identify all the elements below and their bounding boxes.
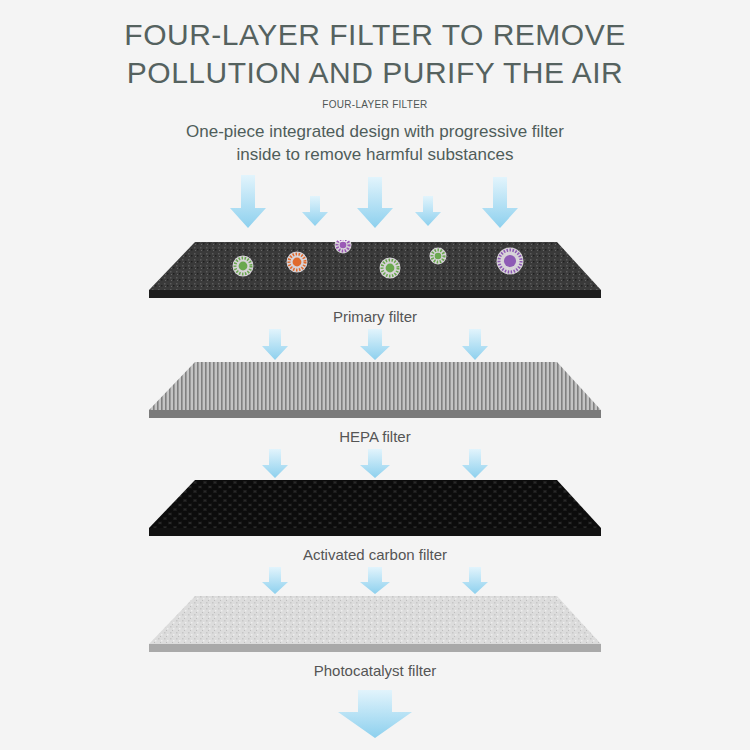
particle-halo bbox=[335, 240, 352, 254]
flow-arrow bbox=[360, 329, 390, 360]
slab-side-face bbox=[149, 644, 601, 652]
flow-arrow-side bbox=[462, 567, 488, 594]
description-text: One-piece integrated design with progres… bbox=[168, 120, 582, 166]
title: FOUR-LAYER FILTER TO REMOVE POLLUTION AN… bbox=[75, 16, 675, 92]
particle-core bbox=[435, 253, 442, 260]
slab-top-face bbox=[149, 242, 601, 290]
filter-label: HEPA filter bbox=[145, 428, 605, 446]
particle-spikes bbox=[432, 250, 444, 262]
particle-spikes bbox=[499, 250, 521, 272]
particle-halo bbox=[497, 248, 524, 275]
slab-top-face bbox=[149, 480, 601, 528]
particle-core bbox=[340, 242, 347, 249]
air-outflow-arrow bbox=[338, 690, 412, 738]
hepa-filter-layer: HEPA filter bbox=[145, 360, 605, 446]
particle-spikes bbox=[235, 258, 251, 274]
particle-spikes bbox=[382, 260, 398, 276]
flow-arrow-side bbox=[262, 449, 288, 478]
particle-spikes bbox=[337, 240, 349, 251]
slab-side-face bbox=[149, 410, 601, 418]
flow-arrow-side bbox=[262, 567, 288, 594]
particle-core bbox=[504, 255, 516, 267]
section-heading: FOUR-LAYER FILTER bbox=[175, 98, 575, 111]
photocatalyst-filter-layer: Photocatalyst filter bbox=[145, 594, 605, 680]
primary-filter-layer: Primary filter bbox=[145, 240, 605, 326]
filter-label: Primary filter bbox=[145, 308, 605, 326]
pollutant-particles bbox=[233, 240, 524, 279]
flow-arrow-side bbox=[262, 329, 288, 360]
flow-arrow-side bbox=[462, 329, 488, 360]
flow-arrow bbox=[360, 567, 390, 594]
particle-core bbox=[386, 264, 395, 273]
slab-side-face bbox=[149, 290, 601, 298]
slab-top-face bbox=[149, 362, 601, 410]
filter-label: Activated carbon filter bbox=[145, 546, 605, 564]
filter-label: Photocatalyst filter bbox=[145, 662, 605, 680]
particle-core bbox=[239, 262, 248, 271]
filter-slab bbox=[145, 478, 605, 538]
flow-arrow bbox=[360, 449, 390, 478]
filter-slab bbox=[145, 240, 605, 300]
carbon-filter-layer: Activated carbon filter bbox=[145, 478, 605, 564]
filter-slab bbox=[145, 360, 605, 420]
particle-spikes bbox=[289, 254, 305, 270]
particle-halo bbox=[233, 256, 254, 277]
flow-arrow-side bbox=[462, 449, 488, 478]
air-inflow-arrows bbox=[230, 175, 518, 228]
slab-side-face bbox=[149, 528, 601, 536]
slab-top-face bbox=[149, 596, 601, 644]
filter-slab bbox=[145, 594, 605, 654]
particle-core bbox=[293, 258, 302, 267]
particle-halo bbox=[287, 252, 308, 273]
particle-halo bbox=[380, 258, 401, 279]
particle-halo bbox=[430, 248, 447, 265]
